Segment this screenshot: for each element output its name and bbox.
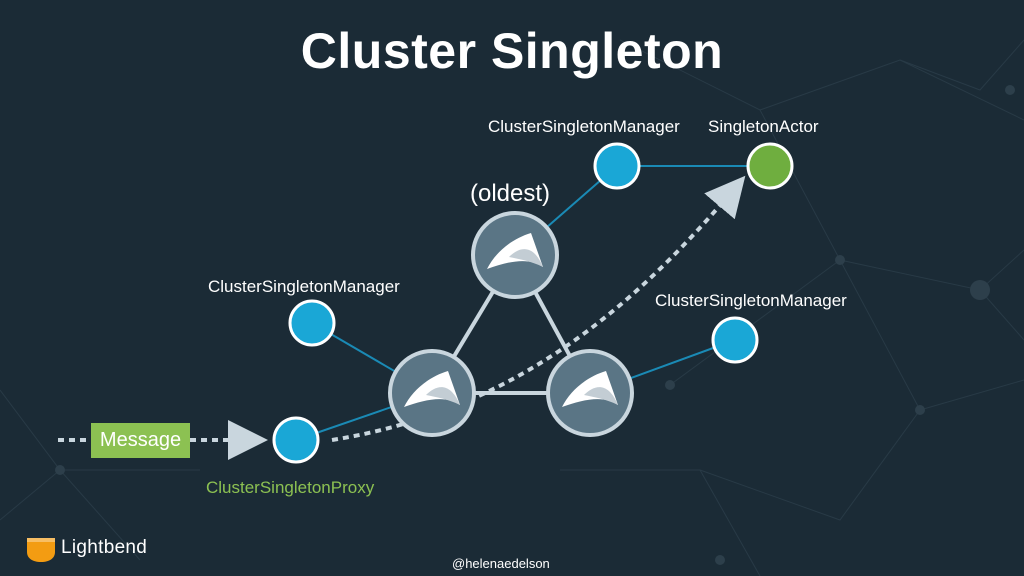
cluster-node-left bbox=[388, 349, 476, 437]
akka-logo-icon bbox=[562, 371, 618, 407]
author-handle: @helenaedelson bbox=[452, 556, 550, 571]
manager-node-left bbox=[288, 299, 336, 347]
message-box: Message bbox=[91, 423, 190, 458]
message-arrow-forward bbox=[331, 175, 746, 442]
akka-logo-icon bbox=[404, 371, 460, 407]
slide-title: Cluster Singleton bbox=[300, 23, 724, 79]
lightbend-logo-icon bbox=[27, 538, 55, 562]
label-manager-right: ClusterSingletonManager bbox=[655, 291, 847, 310]
label-proxy: ClusterSingletonProxy bbox=[206, 478, 375, 497]
label-singleton-actor: SingletonActor bbox=[708, 117, 819, 136]
akka-logo-icon bbox=[487, 233, 543, 269]
background-dots bbox=[55, 85, 1015, 565]
label-manager-top: ClusterSingletonManager bbox=[488, 117, 680, 136]
label-manager-left: ClusterSingletonManager bbox=[208, 277, 400, 296]
manager-node-top bbox=[593, 142, 641, 190]
label-oldest: (oldest) bbox=[470, 180, 551, 207]
manager-node-right bbox=[711, 316, 759, 364]
cluster-node-right bbox=[546, 349, 634, 437]
singleton-actor-node bbox=[746, 142, 794, 190]
cluster-node-oldest bbox=[471, 211, 559, 299]
proxy-node bbox=[272, 416, 320, 464]
brand-name: Lightbend bbox=[61, 537, 148, 558]
